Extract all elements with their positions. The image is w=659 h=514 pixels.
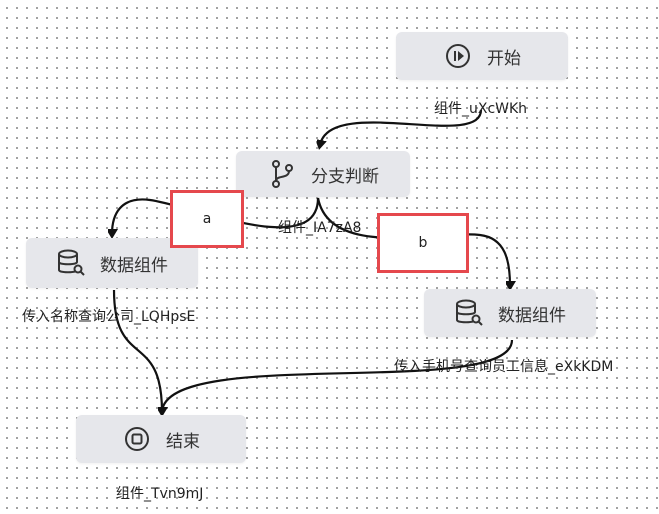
data-node-employee-caption: 传入手机号查询员工信息_eXkKDM (394, 359, 614, 375)
start-node-caption: 组件_uXcWKh (434, 101, 528, 117)
end-node-label: 结束 (166, 431, 200, 452)
branch-node[interactable]: 分支判断 (236, 151, 410, 197)
branch-node-label: 分支判断 (311, 166, 379, 187)
data-node-company[interactable]: 数据组件 (26, 238, 198, 288)
edge-data2-to-end[interactable] (160, 339, 514, 413)
start-node-label: 开始 (487, 48, 521, 69)
branch-node-caption: 组件_IA7zA8 (278, 220, 362, 236)
database-search-icon (454, 298, 484, 328)
edge-data1-to-end[interactable] (112, 289, 162, 412)
database-search-icon (56, 248, 86, 278)
data-node-company-caption: 传入名称查询公司_LQHpsE (22, 309, 196, 325)
git-branch-icon (267, 159, 297, 189)
data-node-employee[interactable]: 数据组件 (424, 289, 596, 337)
end-node-caption: 组件_Tvn9mJ (116, 486, 204, 502)
data-node-employee-label: 数据组件 (498, 305, 566, 326)
edge-label-b[interactable]: b (377, 213, 469, 273)
data-node-company-label: 数据组件 (100, 255, 168, 276)
edge-label-b-text: b (415, 235, 431, 251)
end-node[interactable]: 结束 (76, 415, 246, 463)
edge-label-a-text: a (199, 211, 215, 227)
edge-label-a[interactable]: a (170, 190, 244, 248)
edge-start-to-branch[interactable] (320, 109, 483, 145)
stop-circle-icon (122, 424, 152, 454)
start-node[interactable]: 开始 (396, 32, 568, 80)
play-circle-icon (443, 41, 473, 71)
